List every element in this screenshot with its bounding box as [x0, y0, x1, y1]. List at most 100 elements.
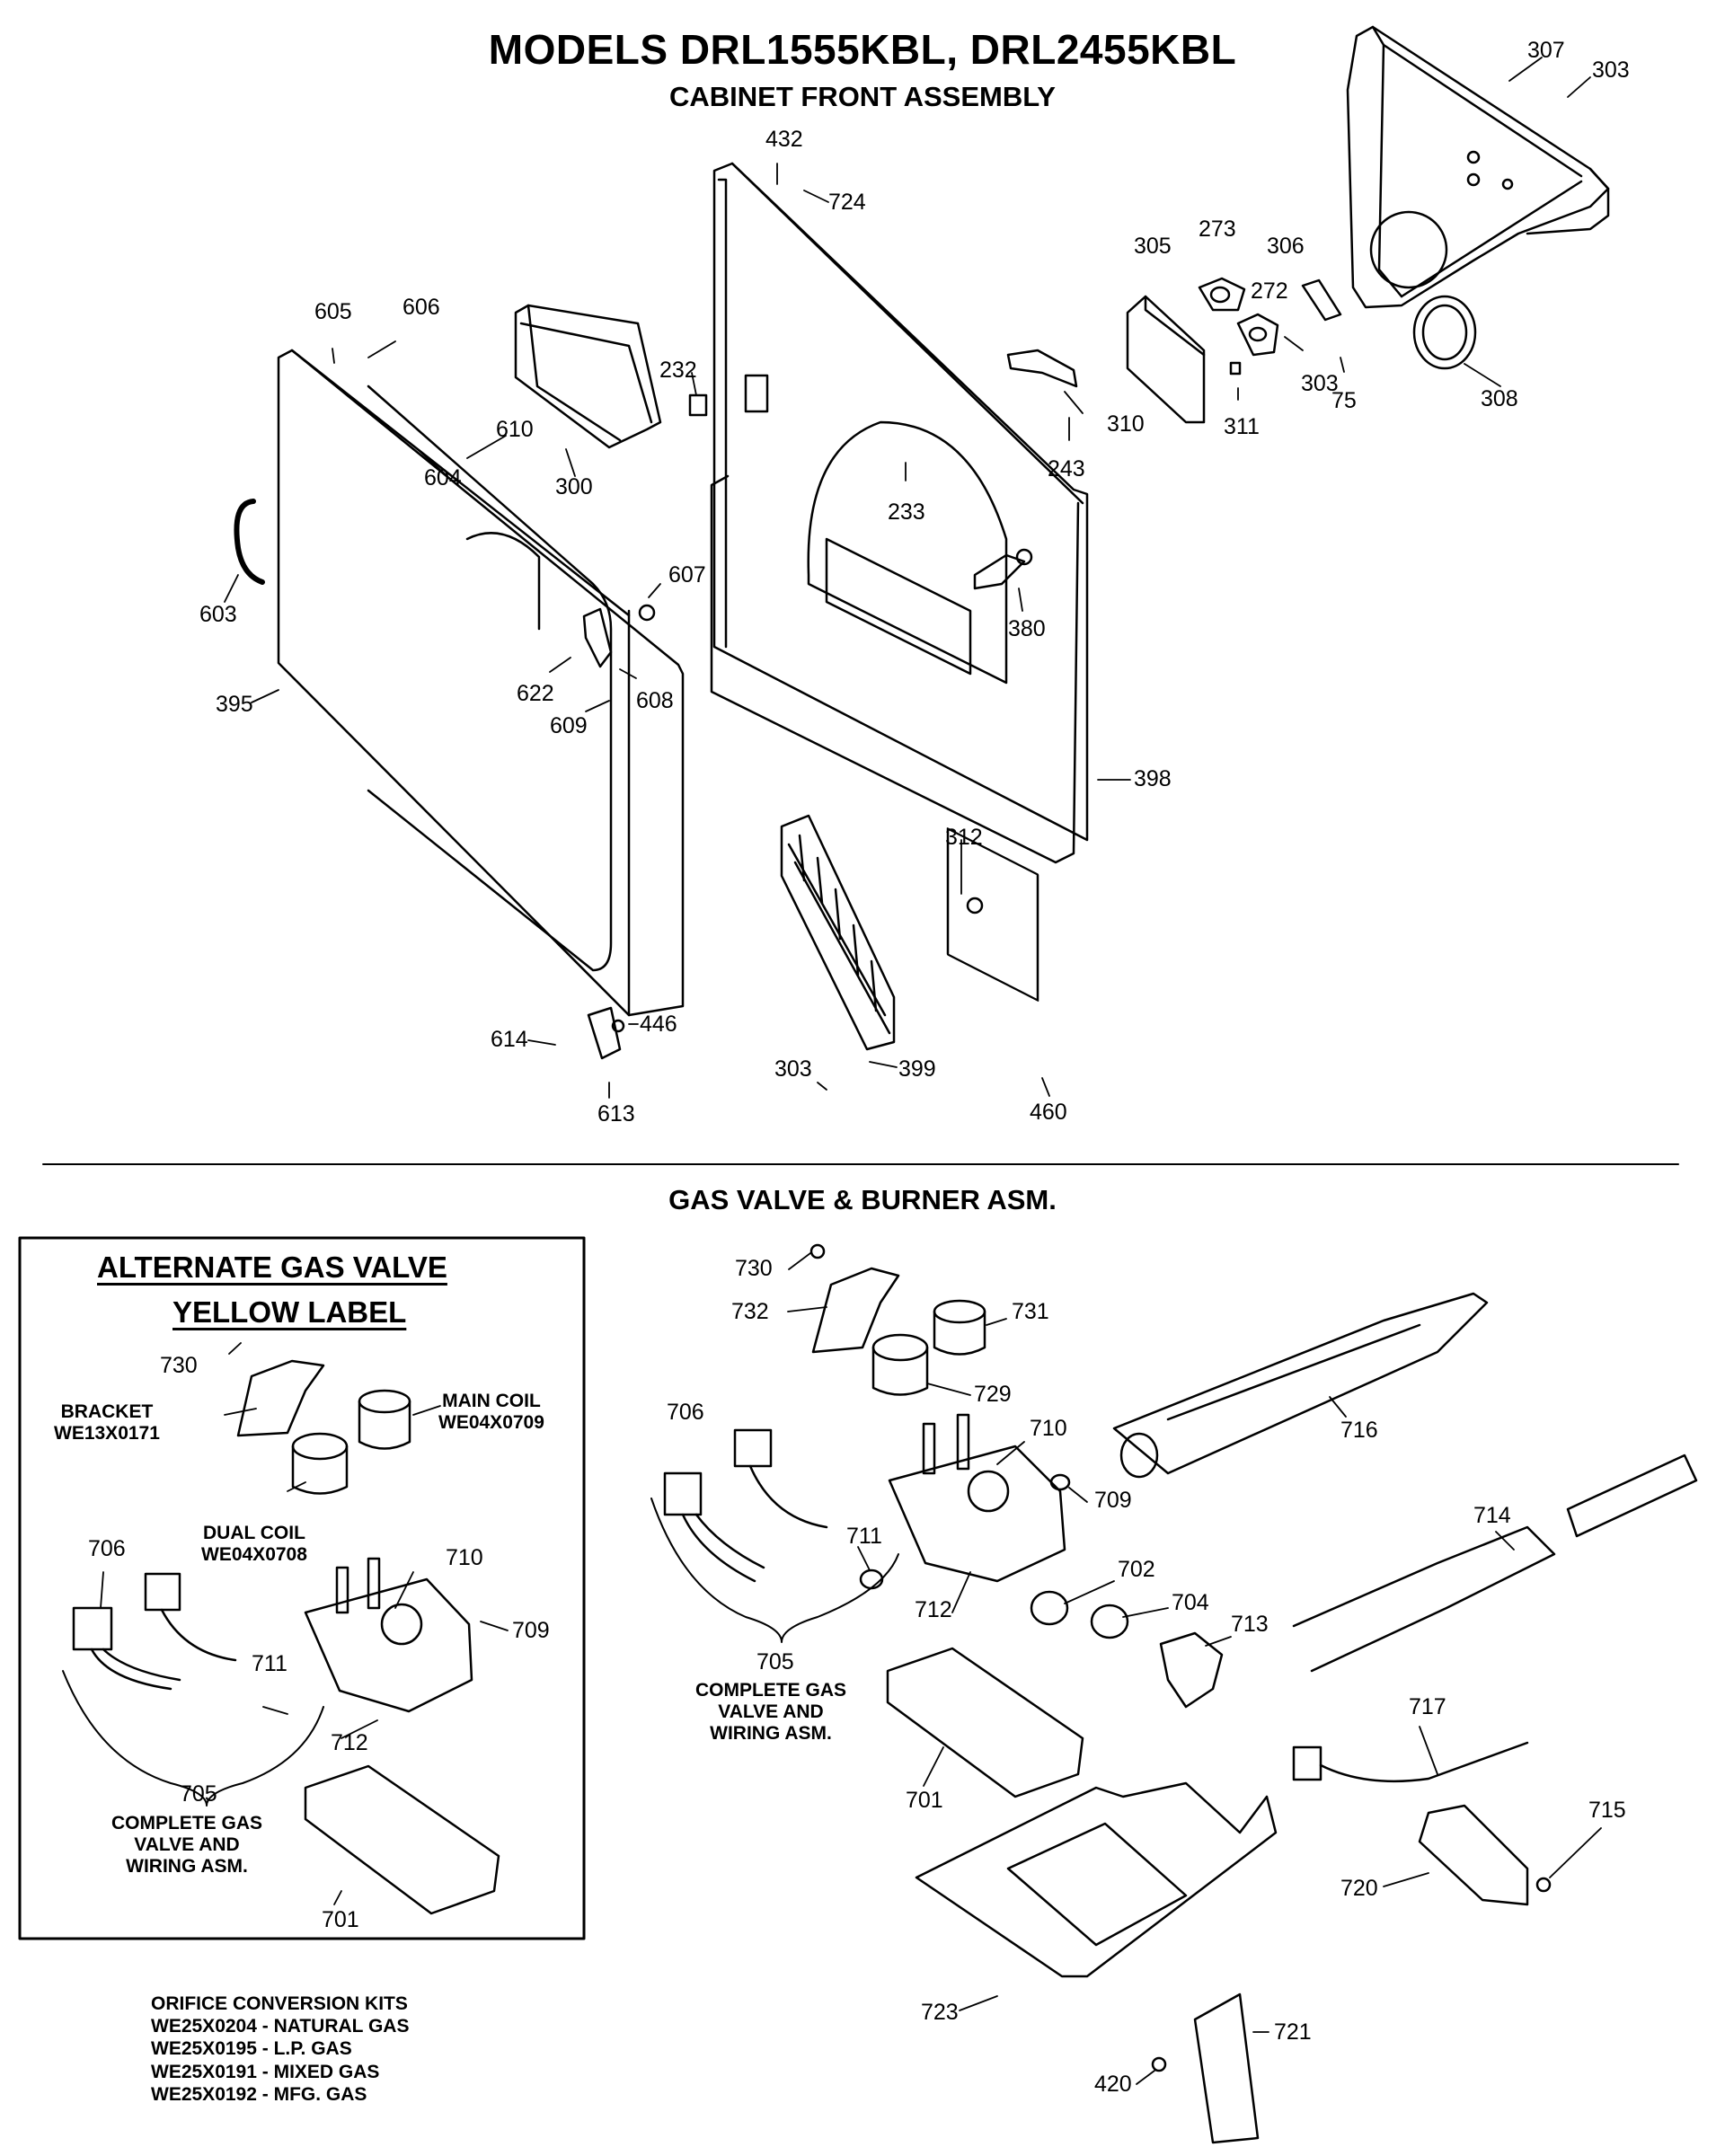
gas-valve-heading: GAS VALVE & BURNER ASM.	[668, 1184, 1057, 1215]
label-303c: 303	[774, 1056, 812, 1082]
label-715: 715	[1588, 1798, 1626, 1823]
label-233: 233	[888, 499, 925, 525]
part-305-cover	[1126, 295, 1206, 424]
label-306: 306	[1267, 234, 1305, 259]
part-398-front-panel	[710, 162, 1089, 1002]
label-731: 731	[1012, 1299, 1049, 1324]
label-717: 717	[1409, 1694, 1446, 1719]
alternate-gas-valve-box	[18, 1236, 586, 1940]
part-307-duct	[1346, 25, 1610, 309]
part-721-shield	[1193, 1993, 1260, 2144]
label-613: 613	[597, 1101, 635, 1127]
orifice-kit-item: WE25X0192 - MFG. GAS	[151, 2083, 367, 2105]
label-720: 720	[1340, 1876, 1378, 1901]
label-310: 310	[1107, 411, 1145, 437]
alt-label-710: 710	[446, 1545, 483, 1570]
yellow-label-heading: YELLOW LABEL	[172, 1295, 407, 1329]
part-607	[638, 604, 656, 622]
part-706-harness	[663, 1428, 828, 1583]
part-312	[966, 897, 984, 915]
part-380-switch	[973, 548, 1033, 590]
part-704-orifice	[1090, 1604, 1129, 1639]
part-709	[1049, 1473, 1071, 1491]
label-712: 712	[915, 1597, 952, 1622]
part-446	[611, 1019, 625, 1033]
part-310-strip	[1006, 349, 1078, 388]
alternate-gas-valve-heading: ALTERNATE GAS VALVE	[97, 1250, 447, 1284]
label-308: 308	[1481, 386, 1518, 411]
orifice-kit-item: WE25X0191 - MIXED GAS	[151, 2061, 380, 2082]
label-399: 399	[898, 1056, 936, 1082]
label-705: 705	[756, 1649, 794, 1674]
orifice-conversion-kits: ORIFICE CONVERSION KITS WE25X0204 - NATU…	[151, 1993, 409, 2106]
cabinet-front-heading: CABINET FRONT ASSEMBLY	[668, 81, 1056, 112]
label-273: 273	[1199, 216, 1236, 242]
alt-label-711: 711	[252, 1651, 288, 1676]
part-732-bracket	[811, 1267, 900, 1354]
alt-701-plate	[304, 1764, 500, 1915]
part-710-valve	[888, 1413, 1066, 1583]
label-713: 713	[1231, 1612, 1269, 1637]
label-607: 607	[668, 562, 706, 588]
label-622: 622	[517, 681, 554, 706]
label-303b: 303	[1301, 371, 1339, 396]
orifice-kits-title: ORIFICE CONVERSION KITS	[151, 1993, 408, 2014]
part-608-hinge	[582, 607, 613, 668]
part-300-lint-duct	[514, 304, 662, 449]
part-603-handle	[234, 499, 265, 585]
label-730: 730	[735, 1256, 773, 1281]
part-717-igniter	[1292, 1741, 1529, 1783]
label-714: 714	[1473, 1503, 1511, 1528]
alt-705-brace	[62, 1670, 324, 1807]
label-312: 312	[945, 825, 983, 850]
alt-main-coil-note: MAIN COIL WE04X0709	[438, 1391, 544, 1434]
alt-label-709: 709	[512, 1618, 550, 1643]
main-705-brace	[650, 1498, 899, 1643]
label-398: 398	[1134, 766, 1172, 791]
label-704: 704	[1172, 1590, 1209, 1615]
part-713-fitting	[1159, 1631, 1224, 1709]
label-243: 243	[1048, 456, 1085, 482]
part-715-screw	[1535, 1877, 1552, 1893]
label-609: 609	[550, 713, 588, 738]
part-273-thermostat	[1198, 277, 1246, 312]
label-605: 605	[314, 299, 352, 324]
part-729-coil	[871, 1333, 929, 1396]
label-610: 610	[496, 417, 534, 442]
alt-dual-coil-note: DUAL COIL WE04X0708	[201, 1523, 307, 1566]
part-308-ring	[1412, 295, 1477, 370]
alt-710-valve	[304, 1557, 473, 1713]
label-723: 723	[921, 2000, 959, 2025]
cabinet-leaders	[224, 57, 1591, 1099]
alt-label-730: 730	[160, 1353, 198, 1378]
label-606: 606	[402, 295, 440, 320]
orifice-kit-item: WE25X0195 - L.P. GAS	[151, 2038, 352, 2060]
part-720-bracket	[1418, 1804, 1529, 1906]
orifice-kit-item: WE25X0204 - NATURAL GAS	[151, 2016, 410, 2037]
part-731-coil	[933, 1299, 986, 1356]
models-title: MODELS DRL1555KBL, DRL2455KBL	[488, 26, 1237, 73]
part-399-grille	[780, 814, 896, 1051]
label-732: 732	[731, 1299, 769, 1324]
label-305: 305	[1134, 234, 1172, 259]
part-702-nut	[1030, 1590, 1069, 1626]
part-711	[859, 1568, 884, 1590]
label-603: 603	[199, 602, 237, 627]
label-706: 706	[667, 1400, 704, 1425]
label-311: 311	[1224, 414, 1260, 439]
label-420: 420	[1094, 2072, 1132, 2097]
part-395-door	[277, 349, 685, 1017]
alt-bracket-note: BRACKET WE13X0171	[54, 1401, 160, 1445]
label-232: 232	[659, 358, 697, 383]
label-380: 380	[1008, 616, 1046, 641]
part-306-clip	[1301, 278, 1342, 322]
alt-706-harness	[72, 1572, 237, 1691]
label-272: 272	[1251, 278, 1288, 304]
gas-leaders	[100, 1252, 1602, 2085]
label-709: 709	[1094, 1488, 1132, 1513]
part-723-bracket	[915, 1781, 1278, 1978]
label-608: 608	[636, 688, 674, 713]
alt-bracket	[236, 1359, 325, 1437]
alt-label-712: 712	[331, 1730, 368, 1755]
label-702: 702	[1118, 1557, 1155, 1582]
